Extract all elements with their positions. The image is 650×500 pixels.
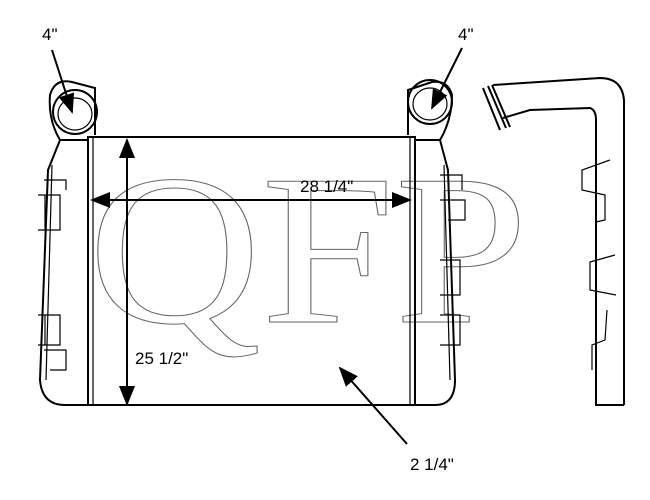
watermark: QFP <box>88 130 529 370</box>
side-body <box>492 76 625 406</box>
side-view <box>482 76 625 406</box>
width-label: 28 1/4" <box>300 177 353 196</box>
depth-leader <box>338 366 408 445</box>
front-view <box>38 79 466 406</box>
core <box>87 136 416 406</box>
height-label: 25 1/2" <box>135 349 188 368</box>
right-inlet-leader <box>431 47 463 110</box>
left-inlet-label: 4" <box>42 25 58 44</box>
left-inlet-leader <box>51 49 75 114</box>
labels: 4" 4" 28 1/4" 25 1/2" 2 1/4" <box>42 25 474 474</box>
left-tank <box>38 80 96 406</box>
depth-label: 2 1/4" <box>410 455 454 474</box>
left-inlet <box>52 89 98 135</box>
watermark-text: QFP <box>88 130 528 369</box>
right-tank <box>407 80 457 406</box>
right-inlet-label: 4" <box>458 25 474 44</box>
dimensions <box>51 47 463 445</box>
right-inlet <box>407 79 453 125</box>
